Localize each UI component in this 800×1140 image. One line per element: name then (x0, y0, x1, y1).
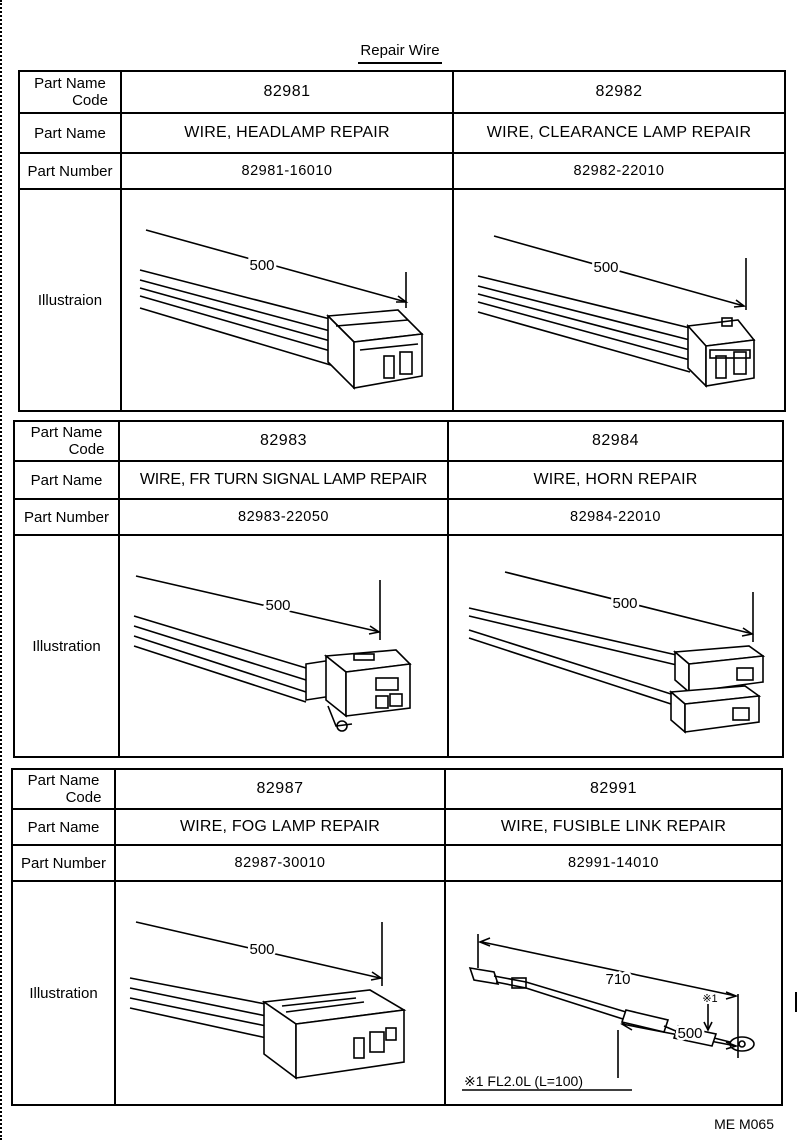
number-row-label: Part Number (20, 854, 107, 872)
dimension-label: 500 (249, 941, 274, 958)
code-label-line1: Part Name (27, 772, 100, 789)
dimension-label: 500 (677, 1025, 702, 1042)
code-label-line1: Part Name (30, 424, 103, 441)
illustration-row-label: Illustraion (37, 291, 103, 309)
page-title-text: Repair Wire (358, 42, 442, 64)
parts-table-block-1: Part Name Code Part Name Part Number Ill… (18, 70, 786, 412)
page-title: Repair Wire (0, 42, 800, 64)
parts-table-block-3: Part Name Code Part Name Part Number Ill… (11, 768, 783, 1106)
name-row-label: Part Name (34, 124, 106, 142)
name-row-label: Part Name (30, 471, 103, 489)
page-binding-edge (0, 0, 8, 1140)
horn-wire-illustration: 500 (468, 571, 766, 734)
part-name: WIRE, CLEARANCE LAMP REPAIR (486, 124, 752, 141)
page-footer-code: ME M065 (714, 1116, 774, 1132)
fog-lamp-wire-illustration: 500 (129, 921, 407, 1080)
part-code: 82982 (595, 83, 643, 100)
code-label-line2: Code (65, 789, 102, 806)
number-row-label: Part Number (27, 162, 113, 180)
dimension-label: 500 (612, 595, 637, 612)
part-code: 82991 (590, 780, 637, 797)
part-name: WIRE, HEADLAMP REPAIR (184, 124, 390, 141)
part-code: 82987 (256, 780, 304, 797)
part-number: 82981-16010 (241, 163, 333, 179)
code-label-line2: Code (72, 92, 108, 109)
number-row-label: Part Number (23, 508, 110, 526)
parts-table-block-2: Part Name Code Part Name Part Number Ill… (13, 420, 784, 758)
part-name: WIRE, FOG LAMP REPAIR (179, 818, 381, 835)
fusible-link-wire-illustration: 710 500 ※1 ※1 FL2.0L (L=100) (462, 934, 755, 1091)
part-code: 82981 (263, 83, 311, 100)
part-number: 82983-22050 (238, 509, 329, 525)
dimension-label: 500 (249, 257, 274, 274)
illustration-row-label: Illustration (32, 637, 101, 655)
name-row-label: Part Name (27, 818, 100, 836)
fusible-link-note: ※1 FL2.0L (L=100) (464, 1073, 583, 1089)
code-label-line1: Part Name (34, 75, 106, 92)
headlamp-wire-illustration: 500 (139, 229, 424, 390)
code-row-label: Part Name Code (15, 422, 118, 460)
note-reference-mark: ※1 (702, 993, 717, 1005)
margin-mark (795, 992, 797, 1012)
part-number: 82984-22010 (570, 509, 661, 525)
part-number: 82982-22010 (573, 163, 665, 179)
turn-signal-wire-illustration: 500 (133, 575, 412, 732)
part-number: 82987-30010 (234, 855, 326, 871)
code-label-line2: Code (68, 441, 105, 458)
part-name: WIRE, FUSIBLE LINK REPAIR (500, 818, 727, 835)
dimension-label: 500 (593, 259, 618, 276)
code-row-label: Part Name Code (20, 72, 120, 112)
dimension-label: 500 (265, 597, 290, 614)
part-name: WIRE, FR TURN SIGNAL LAMP REPAIR (139, 471, 428, 488)
part-code: 82983 (260, 432, 307, 449)
part-code: 82984 (592, 432, 639, 449)
total-dimension-label: 710 (605, 971, 630, 988)
illustration-row-label: Illustration (29, 984, 98, 1002)
code-row-label: Part Name Code (13, 770, 114, 808)
part-name: WIRE, HORN REPAIR (533, 471, 698, 488)
part-number: 82991-14010 (568, 855, 659, 871)
clearance-lamp-wire-illustration: 500 (477, 235, 756, 388)
